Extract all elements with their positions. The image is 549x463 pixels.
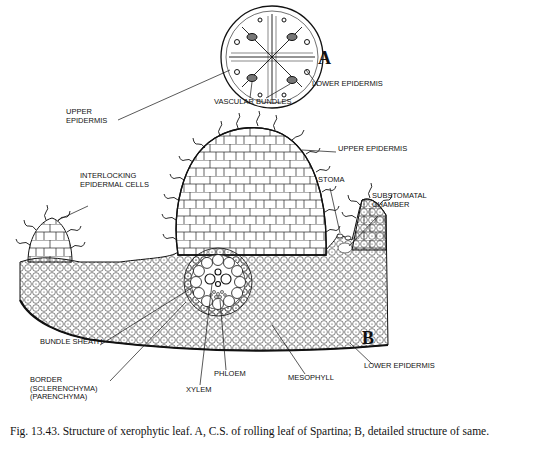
rolled-leaf-section bbox=[221, 6, 323, 108]
part-label: PHLOEM bbox=[214, 370, 274, 379]
epidermal-hairs bbox=[16, 111, 392, 248]
part-label: LOWER EPIDERMIS bbox=[312, 80, 422, 89]
part-letter: B bbox=[362, 328, 392, 349]
part-label: BORDER (SCLERENCHYMA) (PARENCHYMA) bbox=[30, 376, 130, 402]
vascular-bundle bbox=[184, 248, 252, 316]
part-letter: A bbox=[318, 48, 348, 69]
guard-cell bbox=[337, 234, 343, 238]
part-label: INTERLOCKING EPIDERMAL CELLS bbox=[80, 172, 152, 189]
part-label: SUBSTOMATAL CHAMBER bbox=[372, 192, 452, 209]
leader-lines bbox=[58, 70, 378, 385]
guard-cell bbox=[345, 236, 351, 240]
part-label: LOWER EPIDERMIS bbox=[364, 362, 474, 371]
leaf-detail-section bbox=[16, 111, 392, 351]
part-label: MESOPHYLL bbox=[288, 374, 368, 383]
substomatal-chamber bbox=[338, 243, 352, 253]
part-label: UPPER EPIDERMIS bbox=[66, 108, 126, 125]
part-label: UPPER EPIDERMIS bbox=[338, 145, 448, 154]
part-label: BUNDLE SHEATH bbox=[40, 338, 150, 347]
part-label: XYLEM bbox=[186, 386, 236, 395]
part-label: STOMA bbox=[318, 176, 378, 185]
figure-caption: Fig. 13.43. Structure of xerophytic leaf… bbox=[10, 424, 540, 439]
part-label: VASCULAR BUNDLES bbox=[214, 98, 324, 107]
